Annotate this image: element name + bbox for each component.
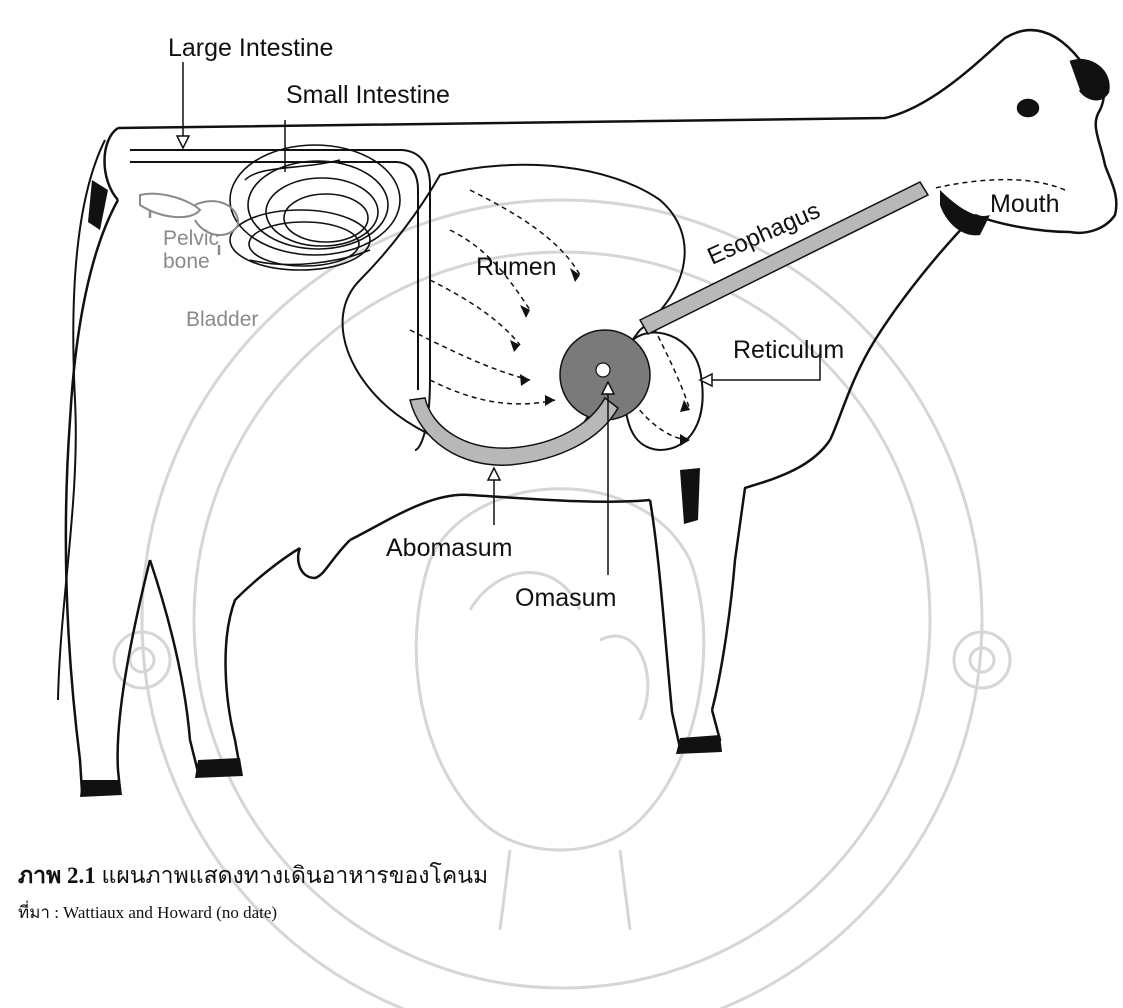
bone-label: bone: [163, 250, 210, 273]
rumen: [343, 165, 685, 457]
mouth-flow: [935, 180, 1065, 190]
rumen-label: Rumen: [476, 253, 557, 281]
figure-number: ภาพ 2.1: [18, 863, 96, 888]
bladder-label: Bladder: [186, 308, 258, 331]
abomasum-label: Abomasum: [386, 534, 512, 562]
small-intestine: [230, 145, 400, 270]
esophagus: [640, 182, 928, 334]
figure-caption-text: แผนภาพแสดงทางเดินอาหารของโคนม: [102, 863, 489, 888]
figure-caption: ภาพ 2.1 แผนภาพแสดงทางเดินอาหารของโคนม: [18, 858, 488, 894]
omasum-label: Omasum: [515, 584, 616, 612]
figure-source: ที่มา : Wattiaux and Howard (no date): [18, 899, 277, 926]
reticulum-label: Reticulum: [733, 336, 844, 364]
mouth-label: Mouth: [990, 190, 1059, 218]
cow-eye: [1018, 100, 1038, 116]
pelvic-label: Pelvic: [163, 227, 219, 250]
large-intestine-label: Large Intestine: [168, 34, 333, 62]
small-intestine-label: Small Intestine: [286, 81, 450, 109]
